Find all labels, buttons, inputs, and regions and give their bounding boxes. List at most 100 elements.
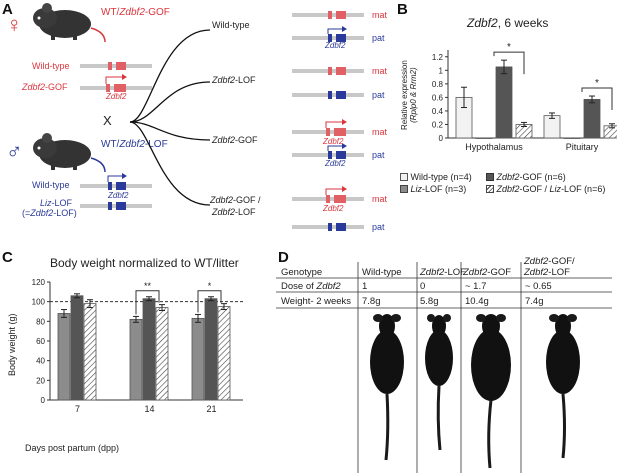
bar bbox=[129, 318, 143, 401]
significance-label: * bbox=[595, 78, 599, 89]
bar bbox=[583, 99, 601, 139]
y-tick-label: 40 bbox=[36, 357, 45, 366]
dose-label: Dose of Zdbf2 bbox=[281, 281, 341, 292]
panel-a-letter: A bbox=[2, 1, 13, 18]
significance-label: * bbox=[507, 42, 511, 53]
y-tick-label: 80 bbox=[36, 317, 45, 326]
significance-label: * bbox=[208, 281, 212, 291]
pat-label-combo: pat bbox=[372, 222, 385, 232]
bar bbox=[217, 306, 231, 401]
bar bbox=[83, 303, 97, 401]
female-alleles bbox=[80, 62, 152, 92]
mat-label-gof: mat bbox=[372, 127, 388, 137]
header-combo-2: Zdbf2-LOF bbox=[524, 267, 570, 278]
bar bbox=[495, 66, 513, 139]
female-gof-gene-label: Zdbf2 bbox=[106, 92, 127, 101]
bar bbox=[543, 115, 561, 139]
weight-lof: 5.8g bbox=[420, 296, 439, 307]
panel-c-letter: C bbox=[2, 249, 13, 266]
mouse-photos bbox=[370, 314, 580, 469]
y-tick-label: 20 bbox=[36, 376, 45, 385]
mouse-photo-combo bbox=[546, 314, 580, 459]
weight-combo: 7.4g bbox=[525, 296, 544, 307]
male-wt-gene-label: Zdbf2 bbox=[108, 191, 129, 200]
legend-wt: Wild-type (n=4) bbox=[400, 173, 472, 182]
mouse-photo-wt bbox=[370, 314, 404, 461]
category-label: Pituitary bbox=[566, 142, 599, 152]
gene-label-gof-mat: Zdbf2 bbox=[323, 137, 344, 146]
female-gof-label: Zdbf2-GOF bbox=[22, 82, 68, 92]
y-tick-label: 0.8 bbox=[432, 80, 444, 89]
legend-gof: Zdbf2-GOF (n=6) bbox=[486, 173, 566, 182]
bar bbox=[475, 137, 493, 139]
y-tick-label: 1.2 bbox=[432, 53, 444, 62]
male-wt-label: Wild-type bbox=[32, 180, 70, 190]
dose-gof: ~ 1.7 bbox=[465, 281, 487, 292]
female-parent-label: WT/Zdbf2-GOF bbox=[101, 7, 170, 18]
gene-label-wt-pat: Zdbf2 bbox=[325, 41, 346, 50]
offspring-wt-label: Wild-type bbox=[212, 20, 250, 30]
panel-c-xlabel: Days post partum (dpp) bbox=[25, 443, 120, 453]
y-tick-label: 100 bbox=[32, 298, 46, 307]
legend-swatch-gof bbox=[486, 173, 494, 181]
header-genotype: Genotype bbox=[281, 267, 323, 278]
panel-b-title: Zdbf2, 6 weeks bbox=[467, 16, 549, 30]
table-grid bbox=[276, 262, 612, 473]
pat-label-lof: pat bbox=[372, 90, 385, 100]
legend-swatch-wt bbox=[400, 173, 408, 181]
bar bbox=[57, 313, 71, 401]
pat-label-gof: pat bbox=[372, 150, 385, 160]
weight-wt: 7.8g bbox=[362, 296, 381, 307]
significance-bracket bbox=[197, 290, 222, 313]
y-tick-label: 0 bbox=[439, 134, 444, 143]
offspring-lof-label: Zdbf2-LOF bbox=[212, 75, 256, 85]
bar bbox=[70, 295, 84, 401]
mouse-photo-lof bbox=[425, 314, 453, 451]
y-tick-label: 120 bbox=[32, 278, 46, 287]
legend-swatch-combo bbox=[486, 185, 494, 193]
bar bbox=[191, 317, 205, 401]
mat-label-lof: mat bbox=[372, 66, 388, 76]
male-parent-label: WT/Zdbf2-LOF bbox=[101, 139, 168, 150]
male-alleles bbox=[80, 173, 152, 210]
offspring-combo-label: Zdbf2-GOF / bbox=[210, 195, 261, 205]
panel-b-ylabel: Relative expression (Rplp0 & Rrm2) bbox=[400, 60, 419, 130]
female-wt-label: Wild-type bbox=[32, 61, 70, 71]
y-tick-label: 0.2 bbox=[432, 120, 444, 129]
cross-branches bbox=[129, 29, 211, 206]
mouse-photo-gof bbox=[471, 314, 511, 469]
significance-label: ** bbox=[144, 281, 152, 291]
category-label: 14 bbox=[144, 404, 154, 414]
male-liz-alt-label: (=Zdbf2-LOF) bbox=[22, 208, 77, 218]
bar bbox=[204, 298, 218, 401]
female-symbol: ♀ bbox=[6, 12, 23, 37]
offspring-alleles bbox=[292, 11, 364, 231]
cross-symbol: X bbox=[103, 113, 112, 128]
y-tick-label: 1 bbox=[439, 66, 444, 75]
bar bbox=[155, 307, 169, 401]
weight-gof: 10.4g bbox=[465, 296, 489, 307]
bar bbox=[142, 298, 156, 401]
y-tick-label: 0.6 bbox=[432, 93, 444, 102]
y-tick-label: 60 bbox=[36, 337, 45, 346]
legend-liz: Liz-LOF (n=3) bbox=[400, 185, 466, 194]
legend-combo: Zdbf2-GOF / Liz-LOF (n=6) bbox=[486, 185, 605, 194]
mat-label-combo: mat bbox=[372, 194, 388, 204]
offspring-gof-label: Zdbf2-GOF bbox=[212, 135, 258, 145]
y-tick-label: 0 bbox=[41, 396, 46, 405]
header-gof: Zdbf2-GOF bbox=[463, 267, 512, 278]
dose-combo: ~ 0.65 bbox=[525, 281, 552, 292]
panel-d-letter: D bbox=[278, 249, 289, 266]
weight-label: Weight- 2 weeks bbox=[281, 296, 352, 307]
legend-swatch-liz bbox=[400, 185, 408, 193]
significance-bracket bbox=[135, 290, 160, 315]
pat-label-wt: pat bbox=[372, 33, 385, 43]
significance-bracket bbox=[493, 51, 525, 75]
category-label: Hypothalamus bbox=[465, 142, 523, 152]
category-label: 21 bbox=[206, 404, 216, 414]
panel-b-letter: B bbox=[397, 1, 408, 18]
male-liz-label: Liz-LOF bbox=[40, 198, 73, 208]
male-symbol: ♂ bbox=[6, 139, 23, 164]
